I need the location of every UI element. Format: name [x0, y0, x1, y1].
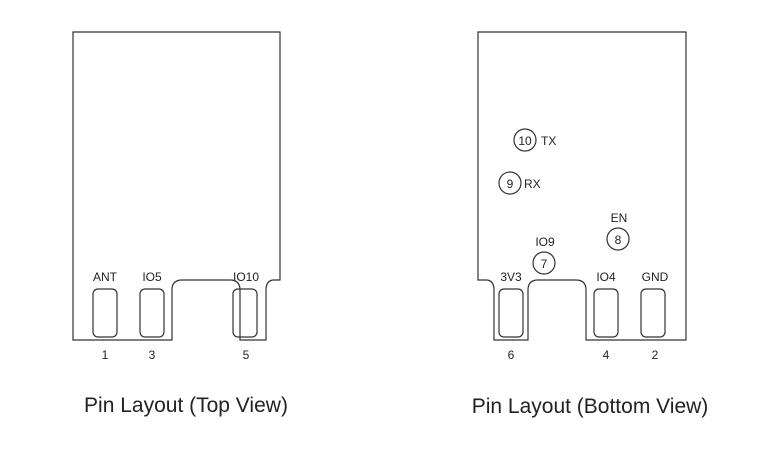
- pad-number-3: 3: [149, 348, 156, 362]
- pin-label-rx: RX: [524, 177, 541, 191]
- pin-circle-8: [606, 227, 630, 251]
- pin-number-7: 7: [541, 257, 548, 271]
- pad-number-4: 4: [603, 348, 610, 362]
- pad-label-io10: IO10: [233, 270, 259, 284]
- top-view-outline: [72, 31, 281, 341]
- pad-io5: [139, 288, 165, 338]
- pad-ant: [92, 288, 118, 338]
- pad-number-5: 5: [243, 348, 250, 362]
- pin-number-8: 8: [615, 233, 622, 247]
- pin-circle-10: [513, 128, 537, 152]
- pad-number-1: 1: [102, 348, 109, 362]
- pin-number-10: 10: [518, 134, 532, 148]
- pad-label-io5: IO5: [142, 270, 162, 284]
- pin-circle-9: [498, 171, 522, 195]
- pad-label-3v3: 3V3: [500, 270, 522, 284]
- pin-circle-7: [532, 251, 556, 275]
- pad-io4: [593, 288, 619, 338]
- top-view-module: ANT IO5 IO10 1 3 5 Pin Layout (Top View): [72, 31, 288, 417]
- pad-3v3: [498, 288, 524, 338]
- pad-io10: [232, 288, 258, 338]
- pin-number-9: 9: [507, 177, 514, 191]
- pin-label-en: EN: [611, 211, 628, 225]
- pad-number-2: 2: [652, 348, 659, 362]
- top-view-caption: Pin Layout (Top View): [84, 394, 288, 417]
- bottom-view-outline: [477, 31, 687, 341]
- pad-label-gnd: GND: [642, 270, 669, 284]
- pad-label-ant: ANT: [93, 270, 118, 284]
- pad-number-6: 6: [508, 348, 515, 362]
- pin-label-tx: TX: [541, 134, 556, 148]
- bottom-view-caption: Pin Layout (Bottom View): [472, 395, 709, 418]
- pad-gnd: [640, 288, 666, 338]
- bottom-view-module: 3V3 IO4 GND 6 4 2 10 TX 9 RX 7 IO9 8 EN …: [472, 31, 709, 418]
- pin-label-io9: IO9: [535, 235, 555, 249]
- pad-label-io4: IO4: [596, 270, 616, 284]
